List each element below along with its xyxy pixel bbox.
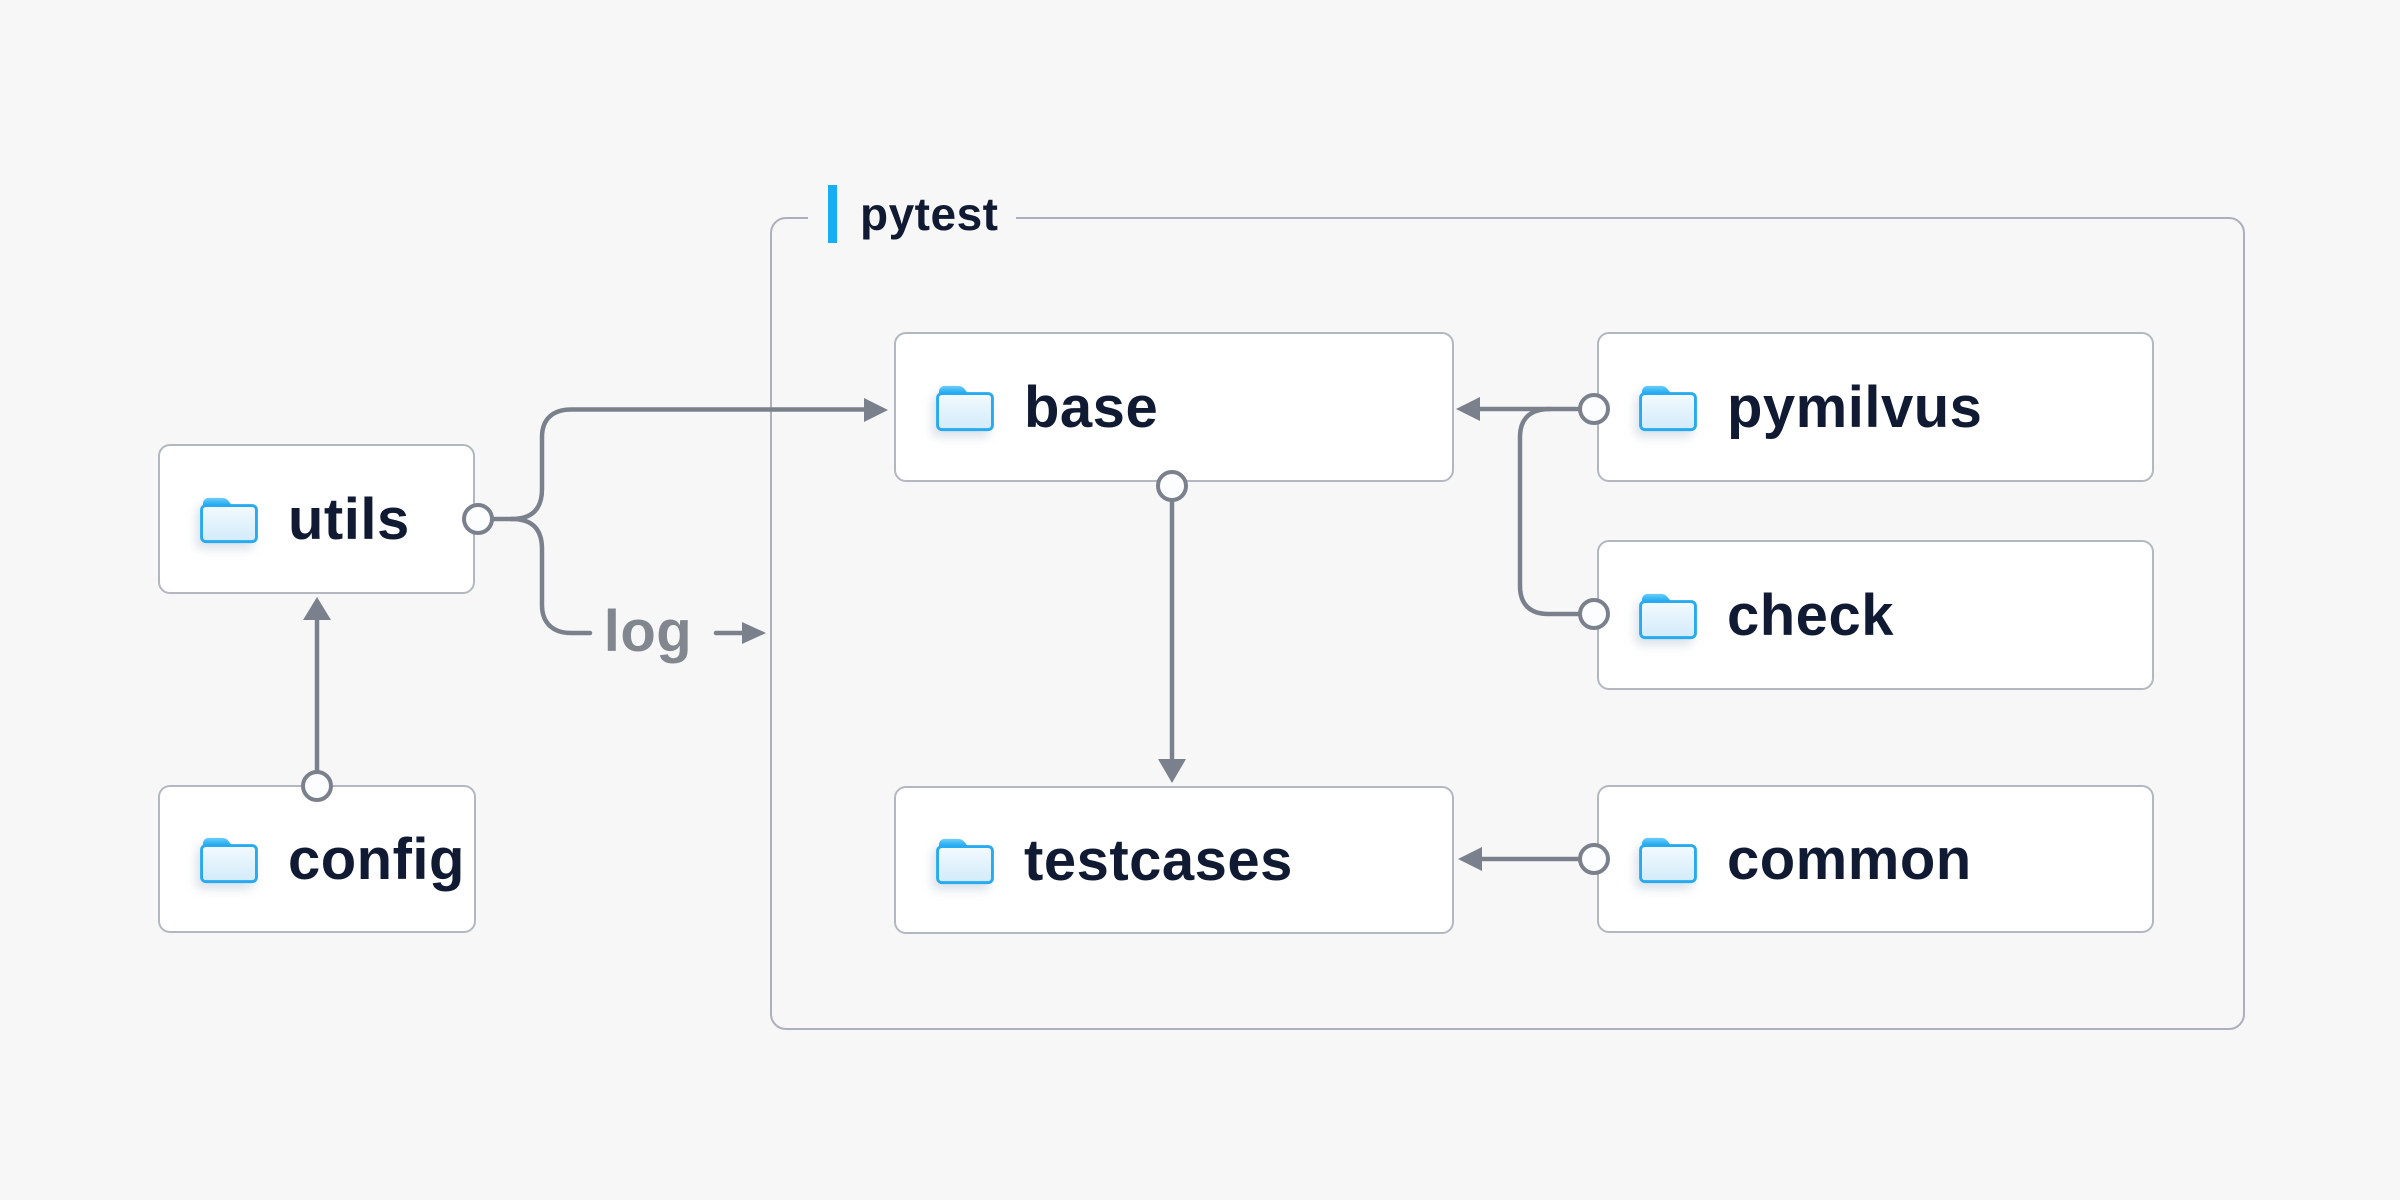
- accent-bar-icon: [828, 185, 837, 243]
- node-check-label: check: [1727, 582, 1894, 648]
- node-check: check: [1597, 540, 2154, 690]
- pytest-group-box: [770, 217, 2245, 1030]
- pytest-group-title: pytest: [860, 188, 999, 240]
- node-testcases-label: testcases: [1024, 827, 1293, 893]
- node-common: common: [1597, 785, 2154, 933]
- node-base-label: base: [1024, 374, 1159, 440]
- folder-icon: [1637, 381, 1699, 433]
- node-utils-label: utils: [288, 486, 410, 552]
- node-common-label: common: [1727, 826, 1972, 892]
- folder-icon: [198, 833, 260, 885]
- edge-config-to-utils: [301, 597, 333, 802]
- folder-icon: [934, 381, 996, 433]
- node-pymilvus: pymilvus: [1597, 332, 2154, 482]
- folder-icon: [198, 493, 260, 545]
- folder-icon: [1637, 589, 1699, 641]
- node-utils: utils: [158, 444, 475, 594]
- node-config-label: config: [288, 826, 465, 892]
- folder-icon: [1637, 833, 1699, 885]
- folder-icon: [934, 834, 996, 886]
- node-testcases: testcases: [894, 786, 1454, 934]
- node-base: base: [894, 332, 1454, 482]
- edge-label-log: log: [603, 599, 693, 664]
- pytest-group-label: pytest: [808, 184, 1017, 244]
- node-pymilvus-label: pymilvus: [1727, 374, 1983, 440]
- node-config: config: [158, 785, 476, 933]
